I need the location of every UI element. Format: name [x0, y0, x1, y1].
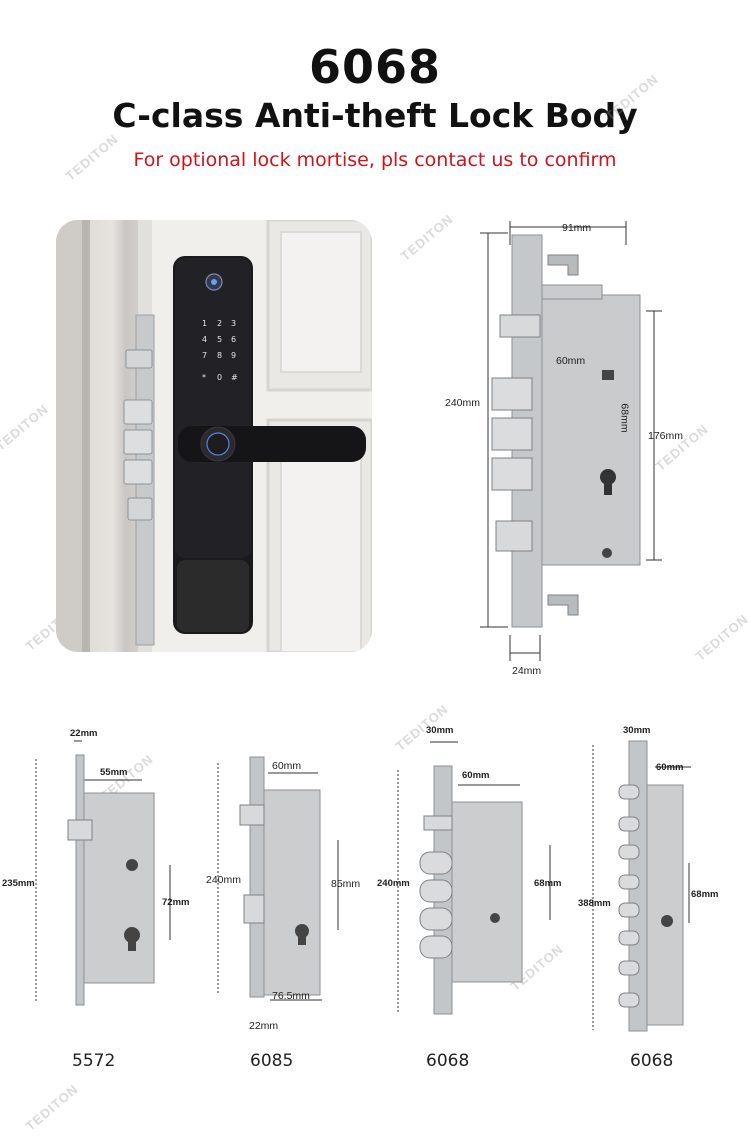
v1-dim-center: 72mm	[162, 897, 190, 908]
variant-6068-diagram	[397, 741, 551, 1015]
v2-dim-height: 240mm	[206, 874, 242, 886]
v1-caption: 5572	[72, 1051, 116, 1071]
v2-dim-center: 85mm	[331, 878, 361, 890]
v1-dim-top: 22mm	[70, 728, 98, 739]
v4-dim-height: 388mm	[578, 898, 611, 909]
dim-faceplate: 24mm	[512, 665, 542, 677]
v2-dim-depth: 76.5mm	[272, 990, 310, 1002]
v3-dim-center: 68mm	[534, 878, 562, 889]
svg-text:1: 1	[202, 319, 207, 328]
dim-height: 240mm	[445, 397, 481, 409]
dim-inner-height: 176mm	[648, 430, 684, 442]
watermark: TEDITON	[22, 1081, 82, 1134]
v2-dim-faceplate: 22mm	[249, 1020, 279, 1032]
product-title: C-class Anti-theft Lock Body	[112, 96, 638, 135]
main-lock-body-diagram	[480, 221, 662, 661]
svg-text:4: 4	[202, 335, 207, 344]
v3-dim-top: 30mm	[426, 725, 454, 736]
svg-text:9: 9	[231, 351, 236, 360]
v4-dim-top: 30mm	[623, 725, 651, 736]
model-number: 6068	[308, 40, 442, 94]
svg-text:#: #	[231, 373, 238, 382]
v4-dim-center: 68mm	[691, 889, 719, 900]
v3-dim-height: 240mm	[377, 878, 410, 889]
variant-5572-diagram	[35, 740, 171, 1006]
svg-text:2: 2	[217, 319, 222, 328]
svg-text:7: 7	[202, 351, 207, 360]
svg-text:0: 0	[217, 373, 222, 382]
dim-spacing: 60mm	[556, 355, 586, 367]
v3-dim-backset: 60mm	[462, 770, 490, 781]
variant-6085-diagram	[217, 756, 339, 1001]
v4-dim-backset: 60mm	[656, 762, 684, 773]
v1-dim-backset: 55mm	[100, 767, 128, 778]
dim-center: 68mm	[618, 403, 631, 433]
v1-dim-height: 235mm	[2, 878, 35, 889]
v2-dim-backset: 60mm	[272, 760, 302, 772]
v2-caption: 6085	[250, 1051, 294, 1071]
dim-width: 91mm	[562, 222, 592, 234]
svg-text:5: 5	[217, 335, 222, 344]
svg-text:*: *	[202, 373, 206, 382]
contact-note: For optional lock mortise, pls contact u…	[133, 149, 617, 171]
svg-text:8: 8	[217, 351, 222, 360]
watermark: TEDITON	[0, 401, 52, 454]
v3-caption: 6068	[426, 1051, 470, 1071]
svg-text:6: 6	[231, 335, 236, 344]
v4-caption: 6068	[630, 1051, 674, 1071]
svg-text:3: 3	[231, 319, 236, 328]
variant-6068-tall-diagram	[592, 740, 691, 1032]
